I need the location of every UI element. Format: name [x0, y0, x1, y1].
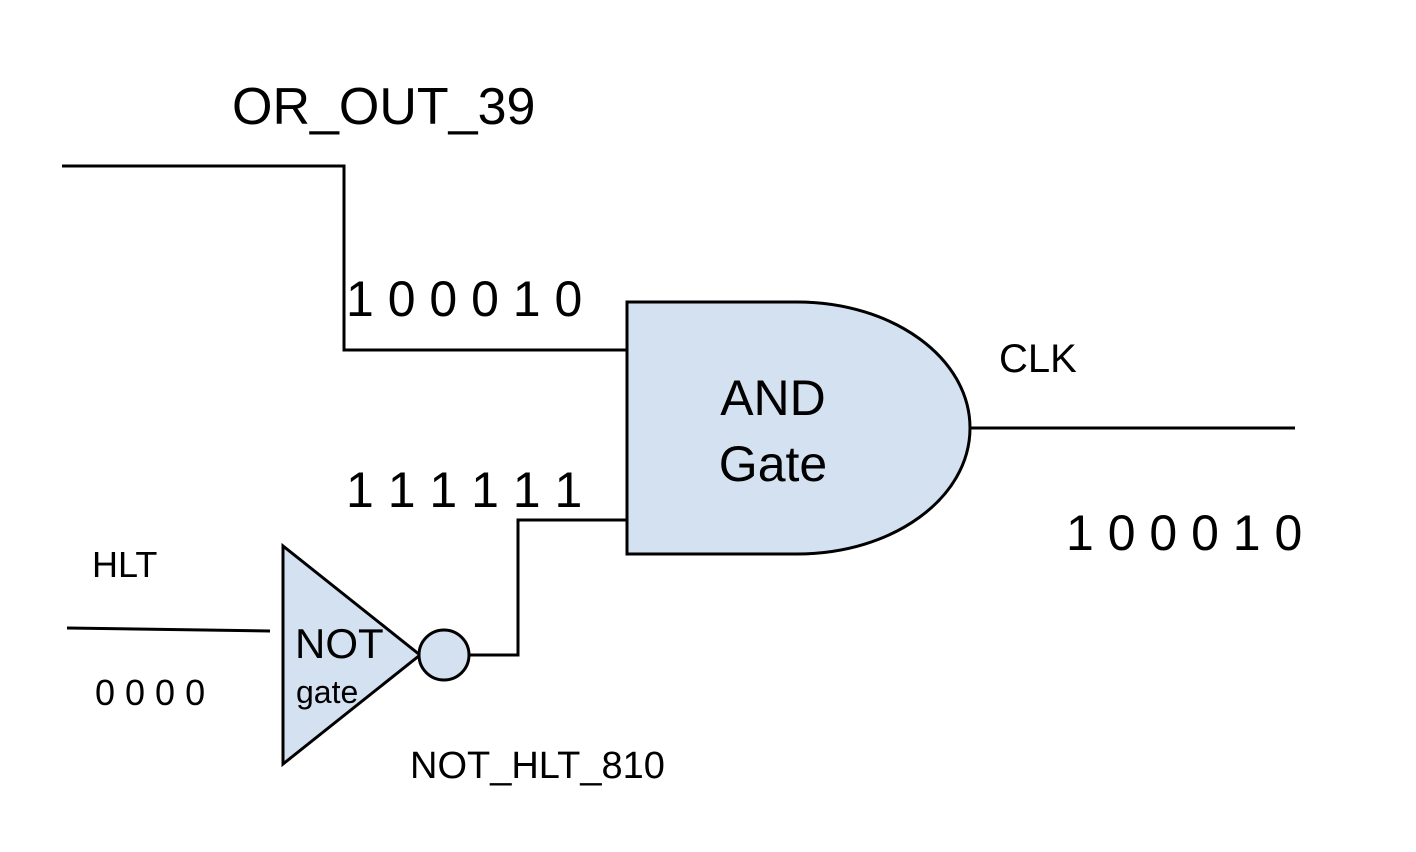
- not-gate-bubble-icon: [417, 628, 471, 682]
- clk-name-label: CLK: [999, 337, 1077, 381]
- not-gate-label-line1: NOT: [295, 620, 384, 667]
- clk-value-label: 1 0 0 0 1 0: [1066, 505, 1302, 561]
- not-gate-label-line2: gate: [296, 674, 358, 710]
- hlt-value-label: 0 0 0 0: [95, 672, 205, 713]
- or-out-value-label: 1 0 0 0 1 0: [346, 271, 582, 327]
- or-out-name-label: OR_OUT_39: [232, 78, 535, 136]
- or-out-wire: [62, 164, 628, 352]
- not-hlt-name-label: NOT_HLT_810: [410, 745, 665, 787]
- not-hlt-value-label: 1 1 1 1 1 1: [346, 462, 582, 518]
- not-hlt-wire: [470, 518, 628, 657]
- hlt-name-label: HLT: [92, 544, 157, 585]
- and-gate-label-line2: Gate: [719, 436, 827, 492]
- and-gate-icon: [625, 300, 972, 556]
- not-gate-icon: [281, 542, 423, 768]
- hlt-input-wire: [66, 626, 271, 633]
- and-gate-label-line1: AND: [720, 370, 826, 426]
